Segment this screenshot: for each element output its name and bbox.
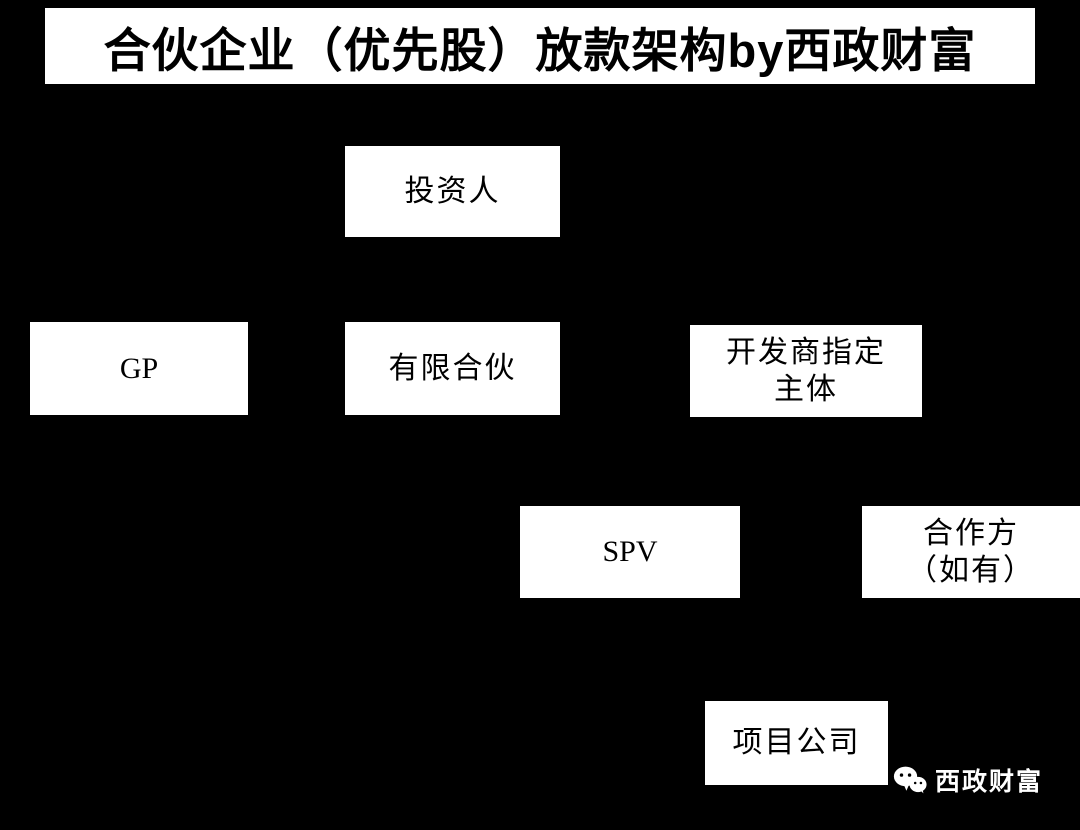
watermark-label: 西政财富 xyxy=(935,768,1044,796)
node-limited-partnership: 有限合伙 xyxy=(345,322,560,415)
node-partner-if-any: 合作方 （如有） xyxy=(862,506,1080,598)
node-developer-designated-entity: 开发商指定 主体 xyxy=(690,325,922,417)
node-project-company: 项目公司 xyxy=(705,701,888,785)
watermark: 西政财富 xyxy=(893,762,1043,798)
node-gp: GP xyxy=(30,322,248,415)
diagram-title: 合伙企业（优先股）放款架构by西政财富 xyxy=(45,8,1035,84)
wechat-icon xyxy=(893,765,927,795)
node-spv: SPV xyxy=(520,506,740,598)
node-investor: 投资人 xyxy=(345,146,560,237)
